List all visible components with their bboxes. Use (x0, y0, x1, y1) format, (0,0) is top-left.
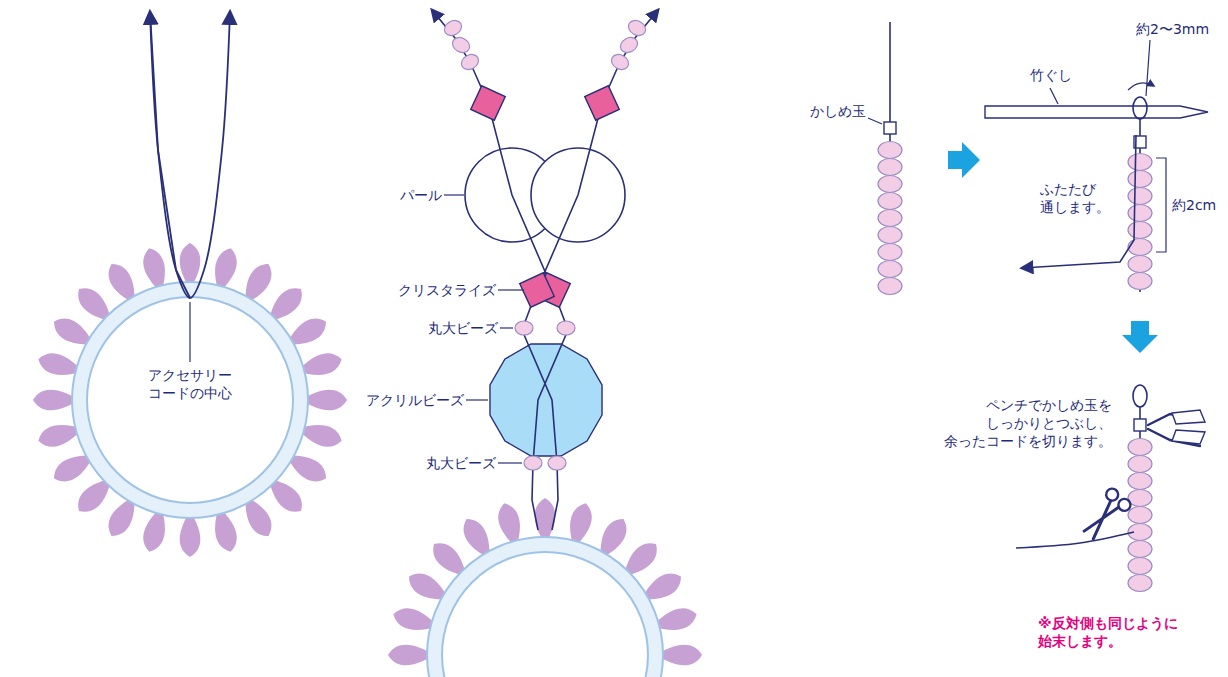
part-label: かしめ玉 (786, 102, 866, 120)
crystal-bead (520, 273, 555, 308)
part-label: ペンチでかしめ玉を しっかりとつぶし、 余ったコードを切ります。 (927, 396, 1112, 451)
seed-bead (618, 34, 641, 55)
cord-arrow (150, 12, 190, 298)
seed-bead (1128, 439, 1152, 456)
scissors (1078, 486, 1133, 544)
seed-bead (878, 142, 902, 159)
seed-bead (1128, 154, 1152, 171)
crimp-bead (1134, 419, 1146, 431)
crystal-bead (585, 86, 620, 121)
seed-bead (459, 51, 482, 72)
part-label: クリスタライズ (376, 281, 496, 299)
leader-line (498, 462, 522, 463)
seed-bead (548, 456, 566, 470)
seed-bead (878, 261, 902, 278)
crimp-bead (884, 122, 896, 134)
seed-bead (878, 278, 902, 295)
ring-band (72, 282, 308, 518)
bamboo-skewer (985, 106, 1208, 118)
seed-bead (1128, 273, 1152, 290)
seed-bead (626, 17, 649, 38)
step-arrow (948, 142, 980, 178)
leader-line (1050, 88, 1058, 104)
seed-bead (878, 244, 902, 261)
seed-bead (1128, 222, 1152, 239)
ring-hole (442, 552, 648, 677)
part-label: ふたたび 通します。 (1040, 180, 1120, 216)
dimension-bracket (1156, 158, 1166, 252)
leader-line (466, 399, 488, 400)
cord-return (1022, 135, 1136, 268)
leader-line (500, 327, 513, 328)
cord-loop (1133, 97, 1147, 119)
seed-bead (878, 159, 902, 176)
leader-line (868, 118, 882, 124)
seed-bead (1128, 188, 1152, 205)
seed-bead (1128, 456, 1152, 473)
ring-middle (388, 498, 702, 677)
leader-line (189, 302, 190, 362)
seed-bead (450, 34, 473, 55)
ring-left (33, 243, 347, 557)
part-label: 丸大ビーズ (396, 454, 496, 472)
seed-bead (878, 176, 902, 193)
seed-bead (1128, 256, 1152, 273)
seed-bead (1128, 239, 1152, 256)
seed-bead (1128, 575, 1152, 592)
accessory-cord (150, 12, 230, 298)
note-text: ※反対側も同じように 始末します。 (1038, 614, 1203, 650)
seed-bead (1128, 507, 1152, 524)
acrylic-bead (490, 344, 602, 456)
seed-bead (878, 210, 902, 227)
ring-hole (87, 297, 293, 503)
leader-line (1146, 40, 1150, 96)
seed-bead (1128, 171, 1152, 188)
seed-bead (1128, 473, 1152, 490)
seed-bead (1128, 541, 1152, 558)
part-label: 約2cm (1172, 196, 1224, 214)
part-label: 丸大ビーズ (398, 319, 498, 337)
cut-cord (1016, 532, 1134, 548)
pliers-handle (1172, 410, 1205, 444)
seed-bead (515, 321, 533, 335)
seed-bead (1128, 205, 1152, 222)
leader-line (444, 194, 464, 195)
part-label: アクリルビーズ (354, 391, 464, 409)
seed-bead (1128, 490, 1152, 507)
seed-bead (878, 227, 902, 244)
step-arrow (1122, 321, 1158, 353)
crystal-bead (471, 86, 506, 121)
part-label: 竹ぐし (1030, 66, 1090, 84)
seed-bead (1128, 558, 1152, 575)
part-label: 約2〜3mm (1136, 20, 1226, 38)
cord-strand (522, 10, 658, 530)
part-label: パール (362, 186, 442, 204)
leader-line (498, 289, 524, 290)
ring-band (427, 537, 663, 677)
cord-loop (1133, 385, 1147, 407)
turn-arrow (1128, 83, 1154, 90)
seed-bead (878, 193, 902, 210)
cord-strand (432, 10, 568, 530)
seed-bead (524, 456, 542, 470)
seed-bead (442, 17, 465, 38)
seed-bead (609, 51, 632, 72)
part-label: アクセサリー コードの中心 (140, 366, 240, 402)
seed-bead (557, 321, 575, 335)
